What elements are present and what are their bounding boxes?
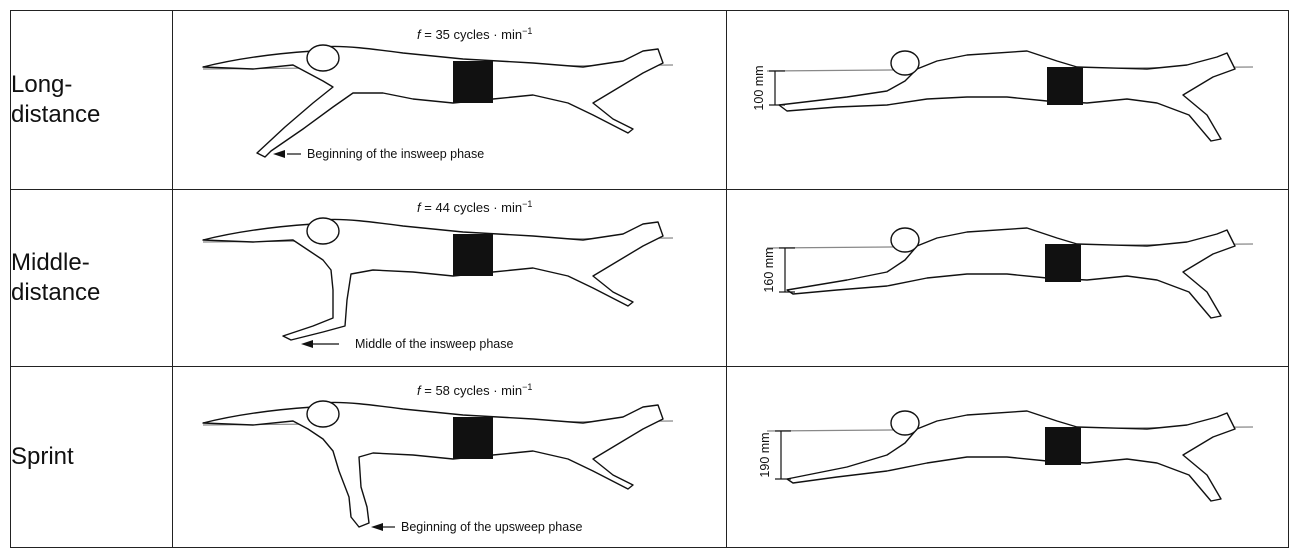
row-label-cell: Long- distance — [10, 10, 173, 190]
swim-trunks — [1047, 67, 1083, 105]
arrow-head-icon — [301, 340, 313, 348]
phase-label: Beginning of the insweep phase — [307, 147, 484, 161]
swimmer-figure — [202, 400, 664, 528]
side-view-cell: 100 mm — [726, 10, 1289, 190]
row-label-line: Middle- — [11, 249, 90, 276]
row-label-line: Long- — [11, 71, 73, 98]
stroke-phase-cell: f = 44 cycles · min−1 Middle of the insw… — [172, 189, 727, 367]
side-view-cell: 190 mm — [726, 366, 1289, 548]
row-label: Middle- distance — [11, 248, 172, 308]
depth-label: 100 mm — [752, 65, 766, 110]
side-view-drawing: 160 mm — [762, 227, 1254, 319]
depth-label: 190 mm — [758, 432, 772, 477]
swimmer-figure — [202, 44, 664, 158]
side-view-drawing: 190 mm — [758, 410, 1254, 502]
row-label: Long- distance — [11, 70, 172, 130]
stroke-phase-drawing: f = 58 cycles · min−1 Beginning of the u… — [202, 382, 674, 534]
row-label-line: distance — [11, 279, 101, 306]
stroke-frequency: f = 58 cycles · min−1 — [417, 382, 532, 398]
depth-label: 160 mm — [762, 247, 776, 292]
stroke-phase-cell: f = 58 cycles · min−1 Beginning of the u… — [172, 366, 727, 548]
row-label: Sprint — [11, 442, 172, 472]
swim-trunks — [1045, 244, 1081, 282]
row-label-line: distance — [11, 101, 101, 128]
swimmer-figure — [202, 217, 664, 341]
stroke-phase-drawing: f = 35 cycles · min−1 Beginning of the i… — [202, 26, 674, 161]
phase-label: Middle of the insweep phase — [355, 337, 513, 351]
table-row-middle-distance: Middle- distance f = 44 cycles · min−1 M… — [10, 189, 1289, 367]
row-label-line: Sprint — [11, 443, 74, 470]
table-row-long-distance: Long- distance f = 35 cycles · min−1 Beg… — [10, 10, 1289, 190]
technique-comparison-table: Long- distance f = 35 cycles · min−1 Beg… — [10, 10, 1289, 548]
arrow-head-icon — [371, 523, 383, 531]
arrow-head-icon — [273, 150, 285, 158]
swim-trunks — [453, 417, 493, 459]
side-view-drawing: 100 mm — [752, 50, 1254, 142]
swim-trunks — [453, 61, 493, 103]
stroke-phase-cell: f = 35 cycles · min−1 Beginning of the i… — [172, 10, 727, 190]
stroke-frequency: f = 35 cycles · min−1 — [417, 26, 532, 42]
swimmer-figure — [786, 410, 1236, 502]
phase-label: Beginning of the upsweep phase — [401, 520, 582, 534]
swimmer-figure — [786, 227, 1236, 319]
table-row-sprint: Sprint f = 58 cycles · min−1 Beginning o… — [10, 366, 1289, 548]
swim-trunks — [453, 234, 493, 276]
stroke-frequency: f = 44 cycles · min−1 — [417, 199, 532, 215]
row-label-cell: Middle- distance — [10, 189, 173, 367]
row-label-cell: Sprint — [10, 366, 173, 548]
side-view-cell: 160 mm — [726, 189, 1289, 367]
swimmer-figure — [778, 50, 1236, 142]
swim-trunks — [1045, 427, 1081, 465]
stroke-phase-drawing: f = 44 cycles · min−1 Middle of the insw… — [202, 199, 674, 351]
